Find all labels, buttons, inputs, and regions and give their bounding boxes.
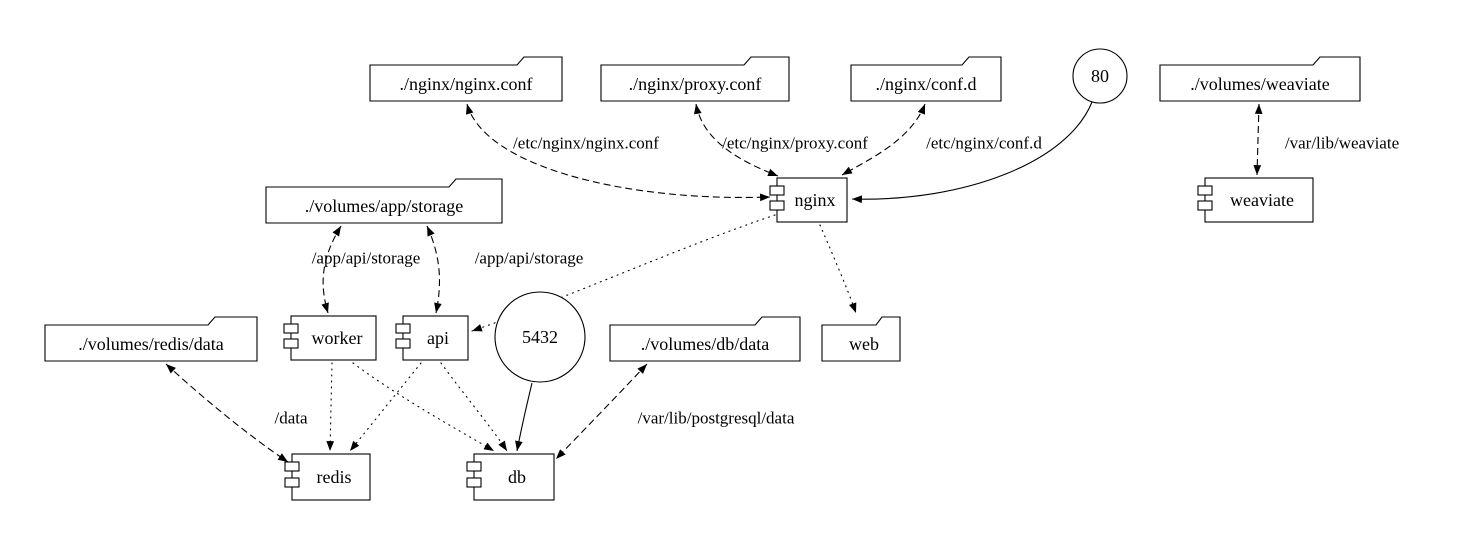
component-redis-shape [284, 453, 371, 501]
node-label-port-5432: 5432 [522, 327, 558, 347]
node-label-volumes-app-storage: ./volumes/app/storage [304, 196, 464, 216]
node-label-conf-d: ./nginx/conf.d [875, 74, 977, 94]
node-label-nginx: nginx [794, 190, 836, 210]
node-label-proxy-conf: ./nginx/proxy.conf [628, 74, 762, 94]
edge-port5432-db [515, 382, 533, 452]
component-db-shape [466, 453, 555, 501]
edge-label-app-api-storage-right: /app/api/storage [474, 248, 584, 268]
node-label-weaviate: weaviate [1230, 190, 1294, 210]
edge-label-var-lib-postgresql: /var/lib/postgresql/data [637, 408, 795, 428]
node-label-db: db [508, 467, 526, 487]
edges-layer [165, 101, 1263, 463]
node-label-redis: redis [316, 467, 352, 487]
folder-proxy-conf-shape [600, 56, 790, 102]
edge-worker-redis-depends [326, 362, 335, 452]
port-5432-shape [494, 291, 586, 383]
folder-volumes-weaviate-shape [1159, 56, 1361, 102]
component-nginx-shape [769, 177, 848, 223]
edge-api-db-depends [440, 362, 508, 452]
folder-nginx-conf-shape [369, 56, 563, 102]
edge-worker-db-depends [352, 362, 495, 452]
node-label-volumes-redis-data: ./volumes/redis/data [78, 334, 224, 354]
folder-volumes-db-data-shape [609, 316, 801, 362]
node-label-api: api [427, 328, 449, 348]
edge-label-data: /data [274, 408, 308, 428]
node-label-worker: worker [311, 328, 363, 348]
edge-nginx-web-depends [819, 224, 857, 314]
node-label-nginx-conf: ./nginx/nginx.conf [399, 74, 533, 94]
component-weaviate-shape [1197, 177, 1314, 223]
node-label-web: web [849, 334, 879, 354]
folder-volumes-app-storage-shape [265, 178, 503, 224]
folder-web-shape [821, 316, 901, 362]
edge-confd-volume-mount [841, 103, 926, 176]
folder-volumes-redis-data-shape [44, 316, 258, 362]
edge-appstorage-worker-mount [321, 225, 342, 314]
edge-label-var-lib-weaviate: /var/lib/weaviate [1284, 133, 1400, 153]
edge-label-etc-conf-d: /etc/nginx/conf.d [926, 133, 1042, 153]
edge-appstorage-api-mount [426, 225, 442, 314]
edge-redisdata-volume-mount [165, 363, 289, 463]
edge-dbdata-volume-mount [555, 363, 648, 460]
edge-label-etc-proxy-conf: /etc/nginx/proxy.conf [722, 133, 868, 153]
edge-port80-nginx [851, 101, 1093, 204]
component-api-shape [395, 315, 469, 361]
edge-label-app-api-storage-left: /app/api/storage [311, 248, 421, 268]
port-80-shape [1072, 48, 1128, 104]
component-worker-shape [283, 315, 377, 361]
node-label-volumes-weaviate: ./volumes/weaviate [1190, 74, 1330, 94]
folder-conf-d-shape [850, 56, 1002, 102]
node-label-port-80: 80 [1091, 66, 1109, 86]
edge-proxyconf-volume-mount [694, 103, 779, 177]
nodes-layer [44, 48, 1361, 501]
node-label-volumes-db-data: ./volumes/db/data [640, 334, 770, 354]
edge-nginxconf-volume-mount [465, 103, 771, 202]
edge-label-etc-nginx-conf: /etc/nginx/nginx.conf [513, 133, 659, 153]
edge-api-redis-depends [349, 362, 422, 452]
edge-weaviate-volume-mount [1253, 103, 1263, 176]
